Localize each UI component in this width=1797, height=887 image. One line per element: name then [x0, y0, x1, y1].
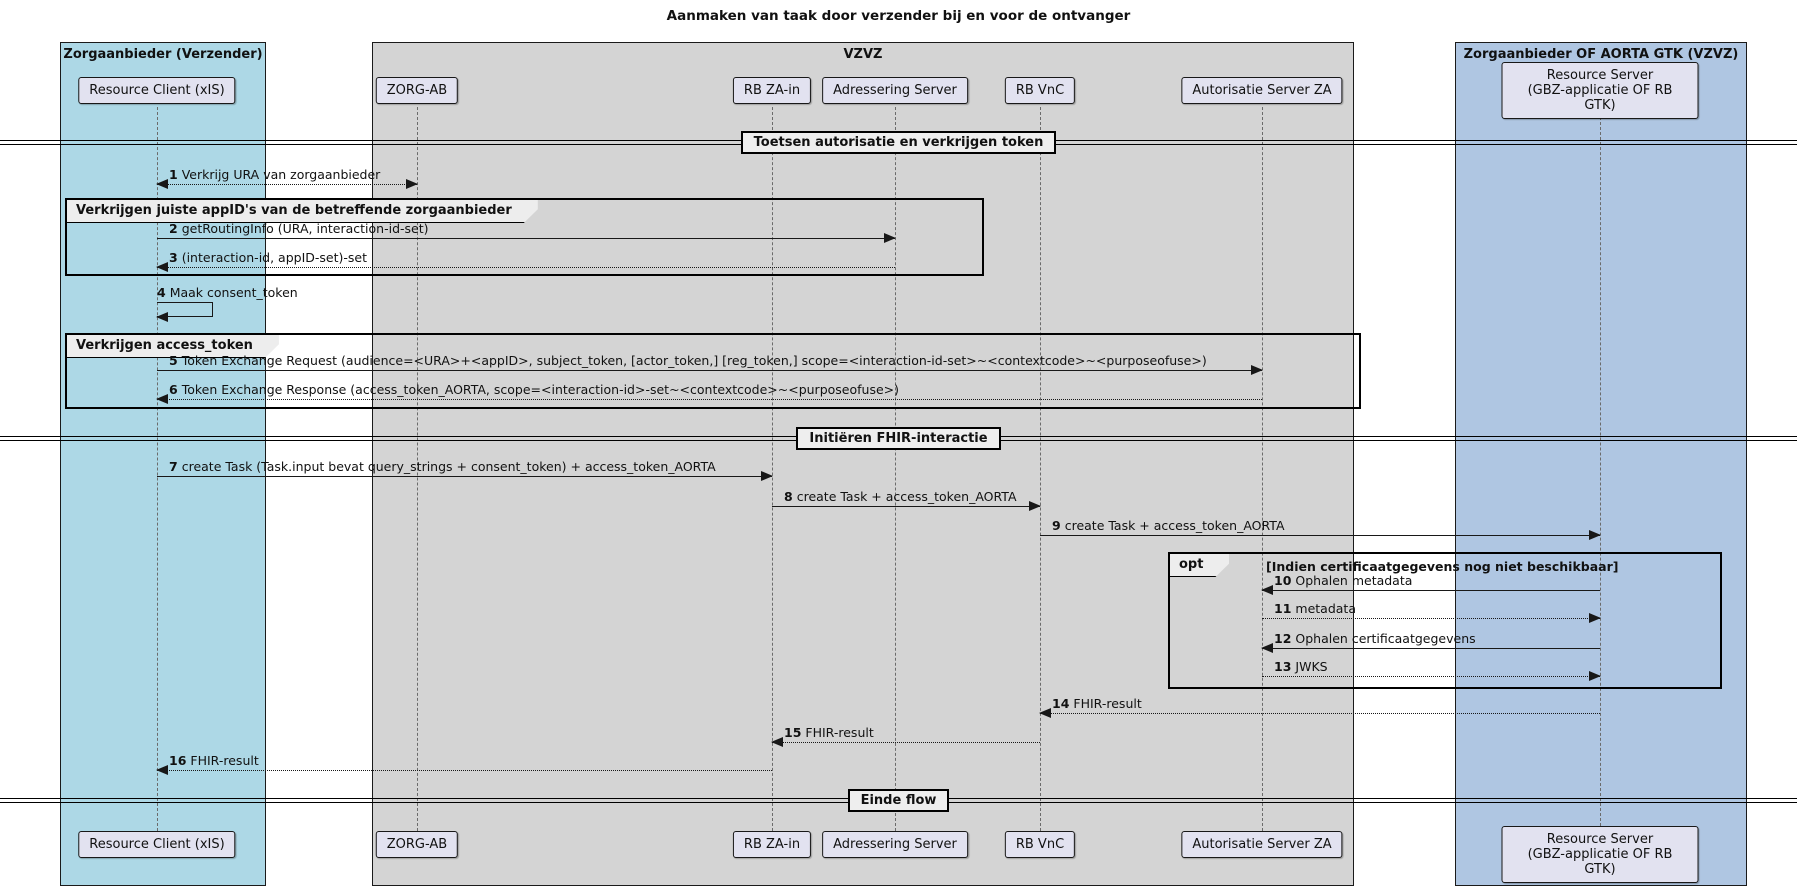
- container-ontvanger-label: Zorgaanbieder OF AORTA GTK (VZVZ): [1463, 47, 1739, 62]
- lifeline-autorisatie-server: [1262, 107, 1263, 831]
- participant-autorisatie-server-top: Autorisatie Server ZA: [1181, 77, 1343, 104]
- participant-resource-client-top: Resource Client (xIS): [78, 77, 236, 104]
- arrowhead-right-icon: [761, 471, 773, 481]
- container-ontvanger: Zorgaanbieder OF AORTA GTK (VZVZ): [1455, 42, 1747, 886]
- participant-zorg-ab-bottom: ZORG-AB: [375, 831, 459, 858]
- participant-rb-za-in-top: RB ZA-in: [732, 77, 812, 104]
- participant-resource-server-bottom: Resource Server (GBZ-applicatie OF RB GT…: [1501, 826, 1699, 883]
- message-3-label: 3(interaction-id, appID-set)-set: [169, 250, 367, 265]
- arrowhead-left-icon: [156, 312, 168, 322]
- arrowhead-right-icon: [1029, 501, 1041, 511]
- lifeline-rb-za-in: [772, 107, 773, 831]
- participant-adressering-server-top: Adressering Server: [822, 77, 968, 104]
- container-vzvz: VZVZ: [372, 42, 1354, 886]
- arrowhead-right-icon: [1589, 530, 1601, 540]
- participant-resource-server-top: Resource Server (GBZ-applicatie OF RB GT…: [1501, 62, 1699, 119]
- arrowhead-right-icon: [406, 179, 418, 189]
- divider-initieren-label: Initiëren FHIR-interactie: [796, 427, 1001, 450]
- arrowhead-right-icon: [1251, 365, 1263, 375]
- arrowhead-left-icon: [156, 262, 168, 272]
- participant-adressering-server-bottom: Adressering Server: [822, 831, 968, 858]
- frame-verkrijgen-access-token: Verkrijgen access_token: [65, 333, 1361, 409]
- lifeline-adressering-server: [895, 107, 896, 831]
- participant-rb-vnc-bottom: RB VnC: [1004, 831, 1076, 858]
- message-3: 3(interaction-id, appID-set)-set: [156, 250, 895, 272]
- arrowhead-left-icon: [156, 765, 168, 775]
- divider-toetsen-autorisatie: Toetsen autorisatie en verkrijgen token: [0, 131, 1797, 154]
- frame-opt-certificaatgegevens: opt [Indien certificaatgegevens nog niet…: [1168, 552, 1722, 689]
- participant-resource-client-bottom: Resource Client (xIS): [78, 831, 236, 858]
- frame-verkrijgen-appids: Verkrijgen juiste appID's van de betreff…: [65, 198, 984, 276]
- arrowhead-left-icon: [771, 737, 783, 747]
- arrowhead-left-icon: [1261, 643, 1273, 653]
- arrowhead-left-icon: [156, 179, 168, 189]
- divider-einde-flow: Einde flow: [0, 789, 1797, 812]
- arrowhead-right-icon: [884, 233, 896, 243]
- arrowhead-left-icon: [156, 394, 168, 404]
- opt-condition: [Indien certificaatgegevens nog niet bes…: [1266, 559, 1619, 574]
- arrowhead-left-icon: [1039, 708, 1051, 718]
- arrowhead-right-icon: [1589, 613, 1601, 623]
- participant-rb-za-in-bottom: RB ZA-in: [732, 831, 812, 858]
- participant-rb-vnc-top: RB VnC: [1004, 77, 1076, 104]
- divider-toetsen-label: Toetsen autorisatie en verkrijgen token: [740, 131, 1057, 154]
- participant-autorisatie-server-bottom: Autorisatie Server ZA: [1181, 831, 1343, 858]
- opt-keyword: opt: [1170, 554, 1229, 577]
- arrowhead-right-icon: [1589, 671, 1601, 681]
- divider-initieren-fhir: Initiëren FHIR-interactie: [0, 427, 1797, 450]
- diagram-title: Aanmaken van taak door verzender bij en …: [666, 8, 1131, 24]
- lifeline-rb-vnc: [1040, 107, 1041, 831]
- participant-zorg-ab-top: ZORG-AB: [375, 77, 459, 104]
- lifeline-zorg-ab: [417, 107, 418, 831]
- lifeline-resource-server: [1600, 107, 1601, 831]
- lifeline-resource-client: [157, 107, 158, 831]
- arrowhead-left-icon: [1261, 585, 1273, 595]
- frame-verkrijgen-appids-label: Verkrijgen juiste appID's van de betreff…: [67, 200, 538, 223]
- container-verzender-label: Zorgaanbieder (Verzender): [63, 47, 263, 62]
- container-vzvz-label: VZVZ: [843, 47, 883, 62]
- divider-einde-label: Einde flow: [847, 789, 950, 812]
- frame-verkrijgen-access-token-label: Verkrijgen access_token: [67, 335, 279, 358]
